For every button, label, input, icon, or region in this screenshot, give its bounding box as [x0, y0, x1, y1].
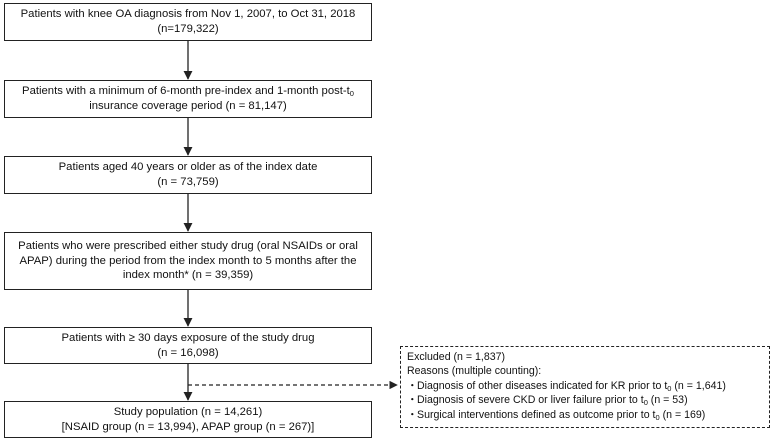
box-2-subscript: 0 [349, 89, 354, 99]
excluded-reason-3: ・Surgical interventions defined as outco… [407, 408, 706, 422]
box-4-line-2: APAP) during the period from the index m… [19, 254, 357, 267]
excluded-reason-2: ・Diagnosis of severe CKD or liver failur… [407, 394, 688, 408]
box-1-line-2: (n=179,322) [157, 23, 219, 35]
box-6-line-2: [NSAID group (n = 13,994), APAP group (n… [61, 420, 315, 433]
box-knee-oa-diagnosis: Patients with knee OA diagnosis from Nov… [4, 3, 372, 41]
box-4-line-1: Patients who were prescribed either stud… [18, 239, 358, 252]
excluded-reasons-header: Reasons (multiple counting): [407, 365, 542, 378]
excluded-reason-1: ・Diagnosis of other diseases indicated f… [407, 379, 726, 393]
box-study-population: Study population (n = 14,261) [NSAID gro… [4, 401, 372, 438]
excluded-box: Excluded (n = 1,837) Reasons (multiple c… [400, 346, 770, 428]
bullet-icon: ・ [407, 408, 418, 421]
box-2-line-2: insurance coverage period (n = 81,147) [89, 100, 287, 112]
box-1-line-1: Patients with knee OA diagnosis from Nov… [20, 8, 356, 21]
box-5-line-2: (n = 16,098) [157, 346, 219, 359]
excluded-title: Excluded (n = 1,837) [407, 351, 506, 363]
box-6-line-1: Study population (n = 14,261) [113, 405, 263, 418]
box-prescribed-study-drug: Patients who were prescribed either stud… [4, 232, 372, 290]
bullet-icon: ・ [407, 379, 418, 392]
bullet-icon: ・ [407, 394, 418, 407]
box-2-line-1: Patients with a minimum of 6-month pre-i… [22, 85, 354, 99]
box-3-line-1: Patients aged 40 years or older as of th… [58, 161, 318, 174]
box-30-days-exposure: Patients with ≥ 30 days exposure of the … [4, 327, 372, 364]
box-4-line-3: index month* (n = 39,359) [122, 269, 254, 282]
box-5-line-1: Patients with ≥ 30 days exposure of the … [61, 331, 315, 344]
box-age-40: Patients aged 40 years or older as of th… [4, 156, 372, 194]
box-3-line-2: (n = 73,759) [157, 176, 219, 188]
box-insurance-coverage: Patients with a minimum of 6-month pre-i… [4, 80, 372, 118]
